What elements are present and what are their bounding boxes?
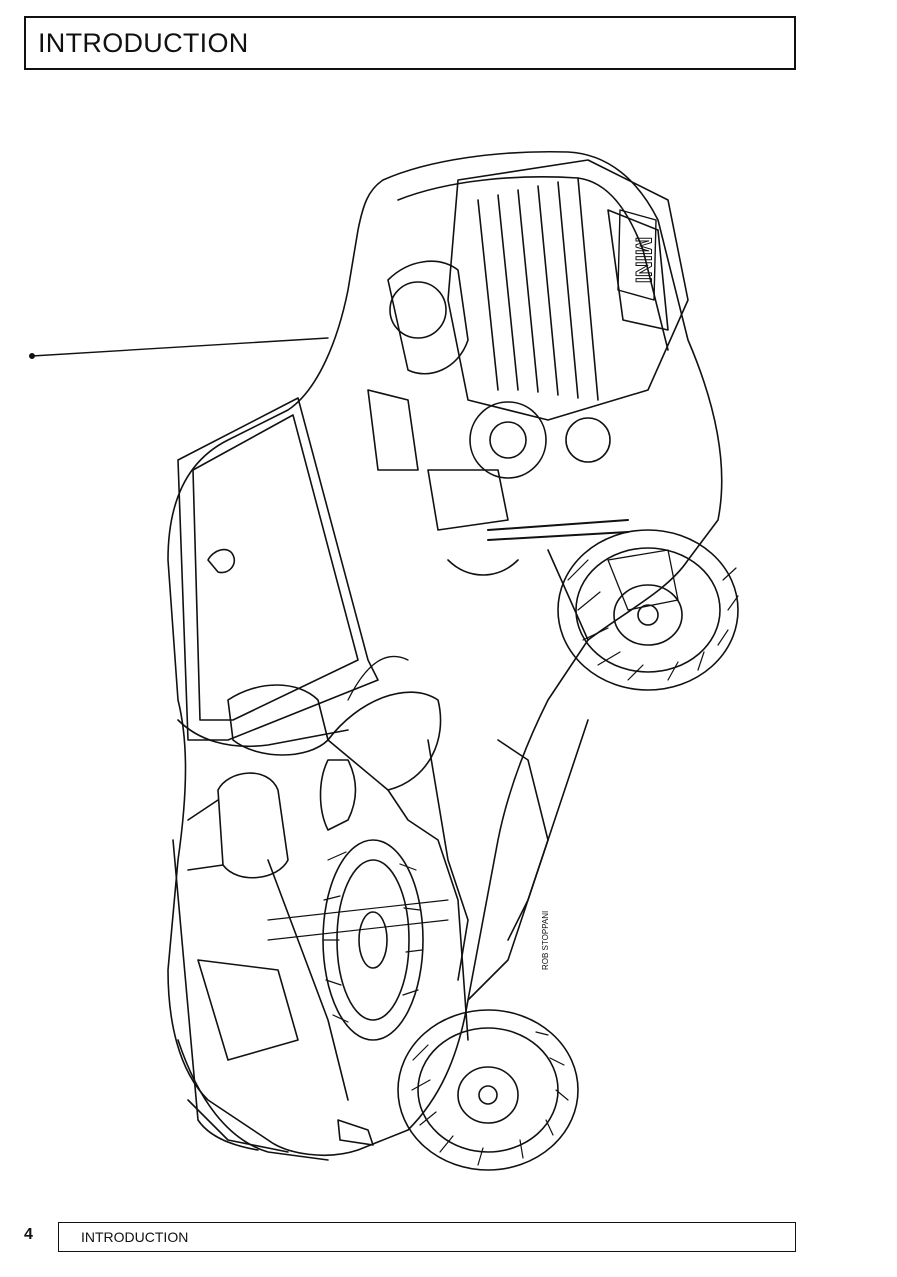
engine-bay — [367, 159, 689, 641]
page-title: INTRODUCTION — [38, 28, 249, 58]
footer-box: INTRODUCTION — [58, 1222, 796, 1252]
header-box: INTRODUCTION — [24, 16, 796, 70]
antenna — [28, 337, 329, 360]
rear-section — [177, 1039, 374, 1161]
artist-credit: ROB STOPPANI — [541, 911, 550, 970]
spare-wheel — [322, 839, 424, 1041]
windscreen-frame — [177, 397, 379, 741]
front-wheel — [557, 529, 739, 691]
badge-text: MINI — [631, 237, 656, 283]
mini-badge: MINI — [617, 209, 657, 301]
footer-section-title: INTRODUCTION — [81, 1229, 189, 1245]
car-body — [167, 150, 723, 1156]
interior — [187, 655, 589, 1101]
page-number: 4 — [24, 1226, 33, 1243]
car-cutaway-illustration: MINI — [28, 150, 739, 1171]
rear-wheel — [397, 1009, 579, 1171]
